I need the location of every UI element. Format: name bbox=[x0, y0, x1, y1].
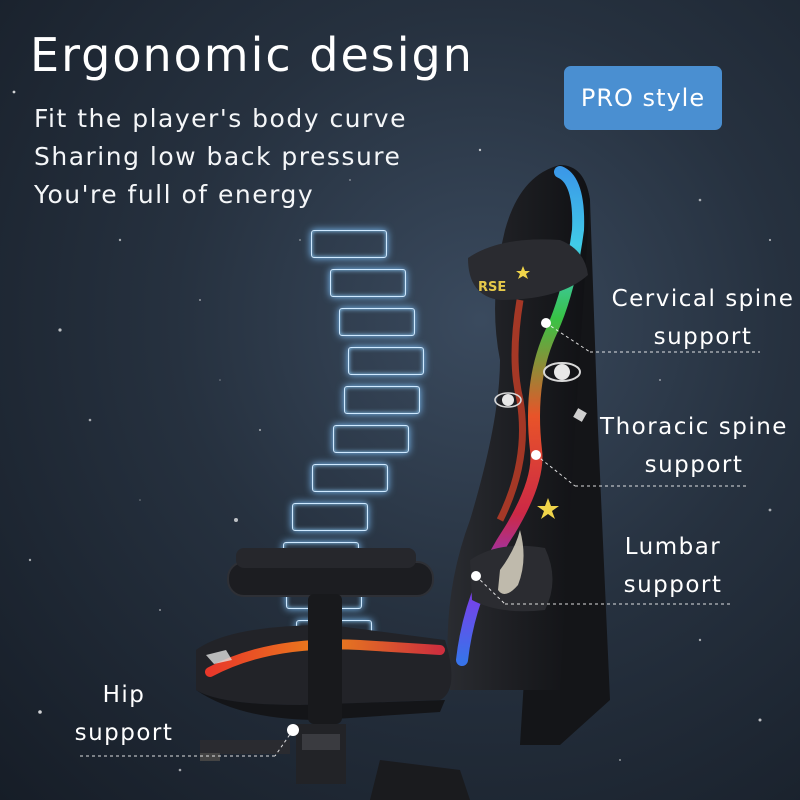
vertebra-block bbox=[292, 503, 368, 531]
star-icon bbox=[516, 266, 530, 279]
callout-title: Cervical spine bbox=[611, 286, 795, 312]
hip-marker bbox=[287, 724, 299, 736]
planet-icon bbox=[494, 392, 522, 408]
vertebra-block bbox=[333, 425, 409, 453]
seat-rgb-edge bbox=[205, 639, 445, 677]
seat-print bbox=[206, 650, 232, 664]
planet-icon bbox=[543, 362, 581, 382]
rocket-icon bbox=[498, 530, 524, 594]
cervical-marker bbox=[541, 318, 551, 328]
headrest-print: RSE bbox=[478, 280, 506, 295]
chair-base bbox=[370, 760, 470, 800]
tagline-3: You're full of energy bbox=[34, 180, 315, 209]
hip-callout: Hip support bbox=[64, 676, 184, 752]
vertebra-block bbox=[311, 230, 387, 258]
headline: Ergonomic design bbox=[30, 28, 474, 82]
vertebra-block bbox=[339, 308, 415, 336]
armrest-post bbox=[308, 594, 342, 724]
callout-subtitle: support bbox=[644, 452, 744, 478]
footrest bbox=[200, 740, 290, 754]
gas-lift bbox=[296, 724, 346, 784]
callout-title: Lumbar bbox=[624, 534, 722, 560]
tagline-1: Fit the player's body curve bbox=[34, 104, 407, 133]
callout-leaders bbox=[80, 322, 760, 757]
cervical-spine-callout: Cervical spine support bbox=[606, 280, 800, 356]
callout-subtitle: support bbox=[653, 324, 753, 350]
thoracic-marker bbox=[531, 450, 541, 460]
callout-title: Thoracic spine bbox=[600, 414, 788, 440]
vertebra-block bbox=[348, 347, 424, 375]
thoracic-spine-callout: Thoracic spine support bbox=[594, 408, 794, 484]
star-icon bbox=[537, 498, 559, 519]
headrest-pillow bbox=[468, 239, 588, 300]
callout-title: Hip bbox=[102, 682, 146, 708]
tagline-2: Sharing low back pressure bbox=[34, 142, 402, 171]
lumbar-callout: Lumbar support bbox=[600, 528, 746, 604]
vertebra-block bbox=[312, 464, 388, 492]
callout-subtitle: support bbox=[74, 720, 174, 746]
callout-subtitle: support bbox=[623, 572, 723, 598]
lumbar-marker bbox=[471, 571, 481, 581]
vertebra-block bbox=[344, 386, 420, 414]
vertebra-block bbox=[330, 269, 406, 297]
astronaut-icon bbox=[573, 408, 587, 422]
pro-style-badge: PRO style bbox=[564, 66, 722, 130]
